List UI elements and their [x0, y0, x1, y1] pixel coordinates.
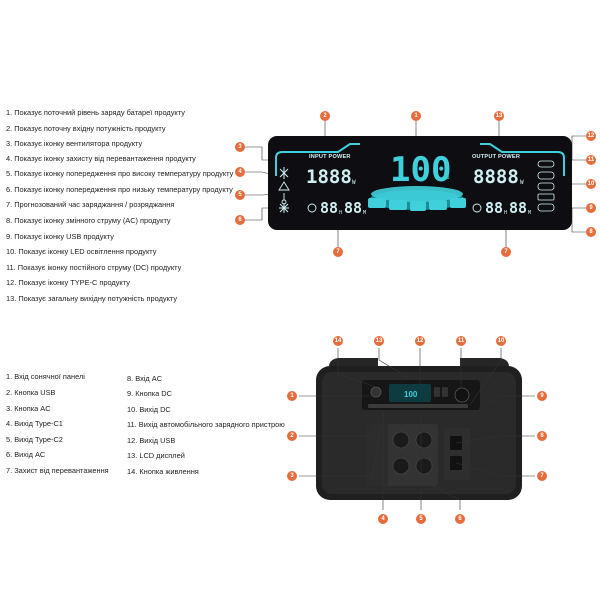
lcd-badge-8: 8 [586, 227, 596, 237]
device-badge-7: 7 [537, 471, 547, 481]
device-badge-6: 6 [455, 514, 465, 524]
device-lcd [389, 384, 431, 402]
device-legend-item: 1. Вхід сонячної панелі [6, 372, 85, 381]
input-power-label: INPUT POWER [309, 154, 351, 160]
left-frame [275, 143, 360, 176]
lcd-display: INPUT POWER OUTPUT POWER 1888 W 8888 W 1… [268, 136, 572, 230]
lcd-legend-item: 4. Показує іконку захисту від перевантаж… [6, 154, 196, 163]
device-legend-item: 6. Вихід AC [6, 450, 46, 459]
lcd-legend-item: 8. Показує іконку змінного струму (AC) п… [6, 216, 171, 225]
device-badge-3: 3 [287, 471, 297, 481]
input-time-hours: 88 [320, 199, 339, 217]
ac-outlets [392, 431, 433, 475]
clock-icon [307, 203, 317, 213]
lcd-badge-2: 2 [320, 111, 330, 121]
overload-icon [278, 181, 290, 191]
lcd-legend-item: 13. Показує загальну вихідну потужність … [6, 294, 178, 303]
device-badge-12: 12 [415, 336, 425, 346]
fan-icon [279, 167, 289, 179]
lcd-badge-7-left: 7 [333, 247, 343, 257]
lcd-badge-4: 4 [235, 167, 245, 177]
device-legend-item: 9. Кнопка DC [127, 389, 172, 398]
input-watt-unit: W [352, 179, 356, 186]
lcd-badge-5: 5 [235, 190, 245, 200]
output-time-minutes: 88 [509, 199, 528, 217]
led-icon [537, 182, 555, 191]
lcd-legend-item: 2. Показує поточну вхідну потужність про… [6, 124, 166, 133]
lcd-badge-7-right: 7 [501, 247, 511, 257]
output-hour-unit: H [504, 210, 508, 216]
device-badge-14: 14 [333, 336, 343, 346]
snowflake-icon [279, 203, 289, 213]
lcd-badge-6: 6 [235, 215, 245, 225]
clock-icon [472, 203, 482, 213]
right-frame [480, 143, 565, 176]
usb-port [434, 387, 440, 397]
ac-input-panel [444, 428, 470, 480]
battery-segments [368, 198, 466, 211]
device-badge-13: 13 [374, 336, 384, 346]
output-watt-unit: W [520, 179, 524, 186]
device-legend-item: 14. Кнопка живлення [127, 467, 199, 476]
output-minute-unit: M [528, 210, 532, 216]
lcd-badge-1: 1 [411, 111, 421, 121]
output-power-label: OUTPUT POWER [472, 154, 521, 160]
device-legend-item: 5. Вихід Type-C2 [6, 435, 63, 444]
device-badge-1: 1 [287, 391, 297, 401]
device-badge-10: 10 [496, 336, 506, 346]
device-badge-5: 5 [416, 514, 426, 524]
lcd-badge-13: 13 [494, 111, 504, 121]
solar-input-panel [366, 424, 388, 486]
device-legend-item: 12. Вихід USB [127, 436, 176, 445]
lcd-legend-item: 1. Показує поточний рівень заряду батаре… [6, 108, 185, 117]
device-legend-item: 7. Захист від перевантаження [6, 466, 109, 475]
device-legend-item: 2. Кнопка USB [6, 388, 56, 397]
device-badge-8: 8 [537, 431, 547, 441]
device-lcd-value: 100 [404, 390, 418, 399]
lcd-legend-item: 12. Показує іконку TYPE-C продукту [6, 278, 130, 287]
lcd-legend-item: 9. Показує іконку USB продукту [6, 232, 114, 241]
port-icons [537, 160, 555, 212]
lcd-legend-item: 3. Показує іконку вентилятора продукту [6, 139, 143, 148]
lcd-legend-item: 10. Показує іконку LED освітлення продук… [6, 247, 157, 256]
usb-icon [537, 193, 555, 201]
lcd-legend-item: 5. Показує іконку попередження про висок… [6, 169, 234, 178]
percent-sign: % [444, 172, 450, 182]
button-row [368, 404, 468, 408]
lcd-badge-11: 11 [586, 155, 596, 165]
lcd-badge-12: 12 [586, 131, 596, 141]
type-c-icon [537, 160, 555, 168]
device-legend-item: 4. Вихід Type-C1 [6, 419, 63, 428]
lcd-legend-item: 6. Показує іконку попередження про низьк… [6, 185, 233, 194]
usb-port [442, 387, 448, 397]
car-charger-port [454, 387, 470, 403]
input-time-minutes: 88 [344, 199, 363, 217]
device-legend-item: 13. LCD дисплей [127, 451, 185, 460]
device-badge-4: 4 [378, 514, 388, 524]
dc-icon [537, 171, 555, 180]
output-power-value: 8888 [473, 166, 519, 188]
output-time-hours: 88 [485, 199, 504, 217]
lcd-legend-item: 11. Показує іконку постійного струму (DC… [6, 263, 182, 272]
input-minute-unit: M [363, 210, 367, 216]
device-legend-item: 11. Вихід автомобільного зарядного прист… [127, 420, 285, 429]
battery-percent-value: 100 [390, 150, 452, 190]
lcd-badge-10: 10 [586, 179, 596, 189]
device-badge-11: 11 [456, 336, 466, 346]
device-badge-9: 9 [537, 391, 547, 401]
input-hour-unit: H [339, 210, 343, 216]
lcd-badge-3: 3 [235, 142, 245, 152]
device-legend-item: 10. Вихід DC [127, 405, 171, 414]
device-badge-2: 2 [287, 431, 297, 441]
ac-icon [537, 203, 555, 212]
input-power-value: 1888 [306, 166, 352, 188]
device-legend-item: 3. Кнопка AC [6, 404, 51, 413]
device-legend-item: 8. Вхід AC [127, 374, 163, 383]
lcd-legend-item: 7. Прогнозований час заряджання / розряд… [6, 200, 175, 209]
lcd-badge-9: 9 [586, 203, 596, 213]
